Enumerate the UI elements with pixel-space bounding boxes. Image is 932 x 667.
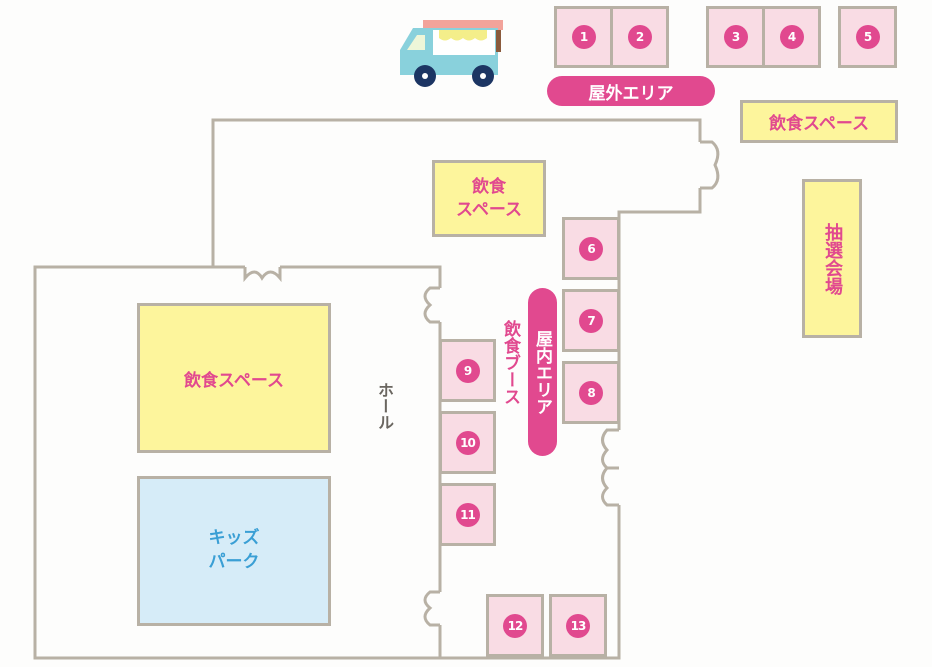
eating-space-outdoor: 飲食スペース — [740, 100, 898, 143]
booth-number: 10 — [455, 430, 480, 455]
booth-1[interactable]: 1 — [554, 6, 613, 68]
eating-space-middle: 飲食 スペース — [432, 160, 546, 237]
indoor-area-label: 屋内エリア — [528, 288, 557, 456]
booth-number: 2 — [627, 25, 652, 49]
food-booth-label: 飲食ブース — [500, 320, 520, 405]
booth-9[interactable]: 9 — [439, 339, 496, 402]
booth-number: 3 — [723, 25, 748, 49]
booth-12[interactable]: 12 — [486, 594, 544, 657]
booth-number: 4 — [779, 25, 804, 49]
outdoor-area-label: 屋外エリア — [547, 76, 715, 106]
booth-2[interactable]: 2 — [610, 6, 669, 68]
lottery-venue: 抽選会場 — [802, 179, 862, 338]
booth-10[interactable]: 10 — [439, 411, 496, 474]
booth-3[interactable]: 3 — [706, 6, 765, 68]
booth-8[interactable]: 8 — [562, 361, 620, 424]
hall-label: ホール — [375, 382, 394, 430]
booth-number: 12 — [503, 613, 527, 638]
booth-number: 11 — [455, 502, 480, 527]
booth-number: 1 — [571, 25, 596, 49]
booth-number: 7 — [579, 308, 603, 333]
booth-5[interactable]: 5 — [838, 6, 897, 68]
booth-number: 6 — [579, 236, 603, 261]
booth-number: 13 — [566, 613, 590, 638]
booth-number: 5 — [855, 25, 880, 49]
booth-13[interactable]: 13 — [549, 594, 607, 657]
booth-7[interactable]: 7 — [562, 289, 620, 352]
booth-6[interactable]: 6 — [562, 217, 620, 280]
food-truck-icon — [395, 10, 510, 90]
booth-11[interactable]: 11 — [439, 483, 496, 546]
booth-number: 8 — [579, 380, 603, 405]
booth-4[interactable]: 4 — [762, 6, 821, 68]
eating-space-hall: 飲食スペース — [137, 303, 331, 453]
booth-number: 9 — [455, 358, 480, 383]
kids-park: キッズ パーク — [137, 476, 331, 626]
